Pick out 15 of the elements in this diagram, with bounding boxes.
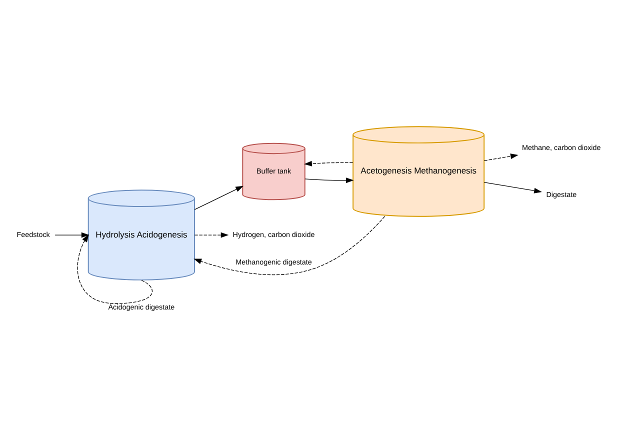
arrow (77, 234, 152, 304)
arrow (194, 185, 244, 210)
arrow (194, 232, 229, 238)
edge-label: Acidogenic digestate (108, 302, 175, 311)
arrow (304, 160, 354, 166)
node-text: Digestate (546, 189, 577, 198)
node-text: Hydrogen, carbon dioxide (232, 229, 315, 238)
arrow (54, 232, 90, 238)
node-text: Feedstock (16, 229, 50, 238)
edge-label: Methanogenic digestate (236, 256, 312, 266)
arrow (194, 216, 386, 275)
arrow (304, 177, 354, 183)
arrow (484, 153, 518, 160)
arrow (484, 182, 542, 193)
node-text: Methane, carbon dioxide (522, 142, 601, 152)
